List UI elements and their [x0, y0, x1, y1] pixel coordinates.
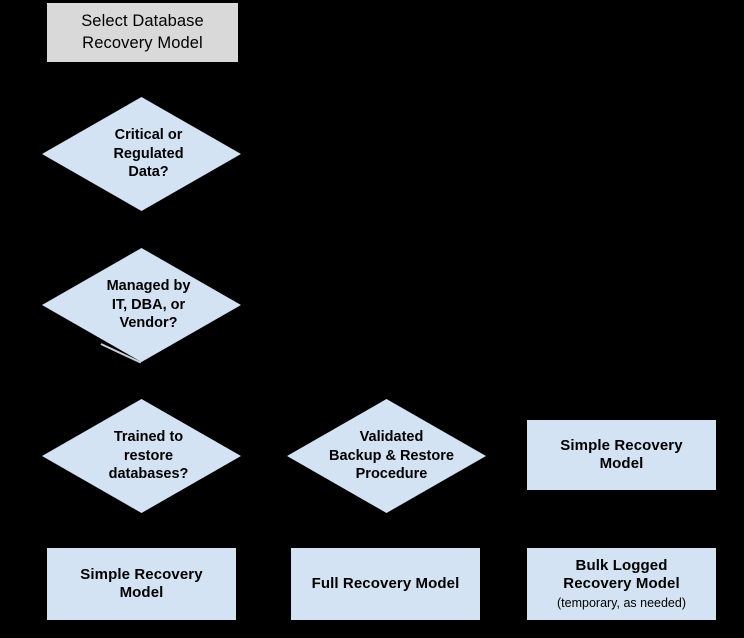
node-label-group: Bulk Logged Recovery Model (temporary, a… [557, 557, 686, 611]
diamond-shape [42, 97, 241, 211]
diamond-shape [287, 399, 486, 513]
diamond-shape [42, 399, 241, 513]
node-label: Simple Recovery Model [560, 436, 683, 472]
node-label: Bulk Logged Recovery Model [563, 557, 680, 593]
node-label: Trained to restore databases? [108, 428, 189, 483]
node-select-database-recovery-model[interactable]: Select Database Recovery Model [47, 3, 238, 62]
node-simple-recovery-model-right[interactable]: Simple Recovery Model [527, 420, 716, 490]
node-validated-backup-restore-procedure[interactable]: Validated Backup & Restore Procedure [287, 399, 486, 513]
node-bulk-logged-recovery-model[interactable]: Bulk Logged Recovery Model (temporary, a… [527, 548, 716, 620]
node-label: Validated Backup & Restore Procedure [329, 428, 454, 483]
node-label: Full Recovery Model [311, 574, 460, 592]
node-full-recovery-model[interactable]: Full Recovery Model [291, 548, 480, 620]
node-label: Critical or Regulated Data? [113, 126, 184, 181]
node-trained-to-restore-databases[interactable]: Trained to restore databases? [42, 399, 241, 513]
node-label: Select Database Recovery Model [81, 12, 204, 52]
node-managed-by-it-dba-or-vendor[interactable]: Managed by IT, DBA, or Vendor? [42, 248, 241, 362]
node-label: Managed by IT, DBA, or Vendor? [106, 277, 191, 332]
node-critical-or-regulated-data[interactable]: Critical or Regulated Data? [42, 97, 241, 211]
node-simple-recovery-model-bottom-left[interactable]: Simple Recovery Model [47, 548, 236, 620]
node-sublabel: (temporary, as needed) [557, 595, 686, 610]
diamond-shape [42, 248, 241, 362]
node-label: Simple Recovery Model [80, 565, 203, 601]
